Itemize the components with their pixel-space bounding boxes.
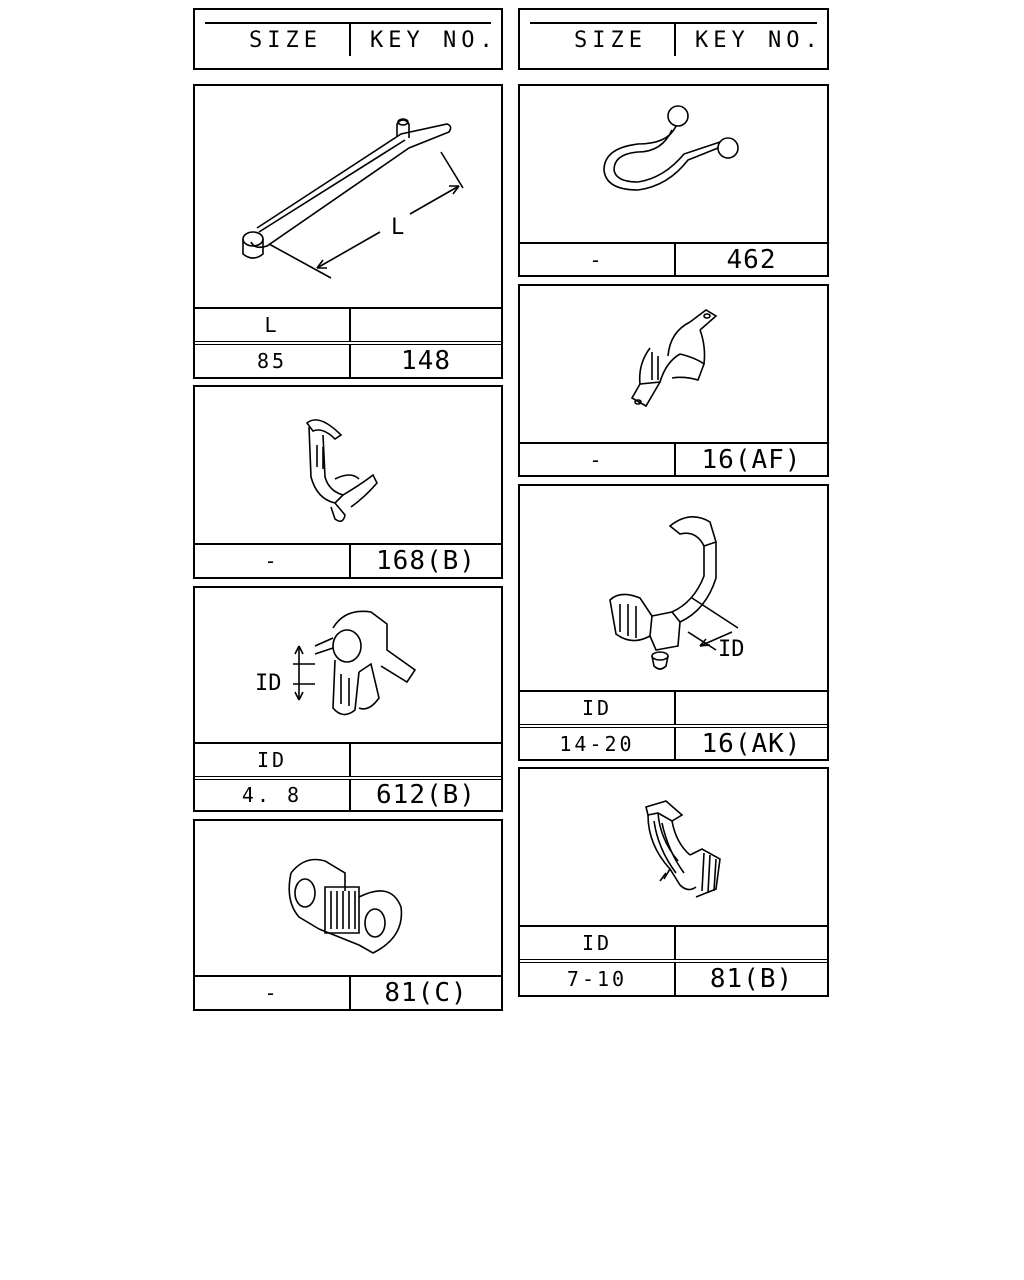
- value-row: 7-10 81(B): [520, 959, 827, 995]
- size-value: -: [589, 447, 605, 472]
- size-value: -: [264, 549, 280, 573]
- dimension-label-id: ID: [255, 671, 282, 696]
- part-card-462[interactable]: - 462: [518, 84, 829, 277]
- key-number[interactable]: 462: [674, 244, 827, 275]
- part-card-81b[interactable]: ID 7-10 81(B): [518, 767, 829, 997]
- value-row: 85 148: [195, 341, 501, 377]
- double-clip-icon: [195, 821, 501, 975]
- size-value: 14-20: [559, 731, 635, 756]
- key-number[interactable]: 612(B): [349, 780, 501, 810]
- corrugated-tube-clip-icon: [520, 769, 827, 925]
- key-header-cell: [674, 692, 827, 724]
- size-column-header: SIZE: [249, 28, 322, 53]
- header-divider: [349, 24, 351, 56]
- value-row: 14-20 16(AK): [520, 724, 827, 759]
- right-column-header: SIZE KEY NO.: [518, 8, 829, 70]
- pipe-clamp-icon: ID: [255, 588, 501, 742]
- cable-tie-strap-icon: L: [195, 86, 501, 308]
- size-value: 4. 8: [241, 783, 303, 807]
- header-rule: [530, 22, 817, 24]
- size-column-header: SIZE: [574, 28, 647, 53]
- key-header-cell: [674, 927, 827, 959]
- part-card-16ak[interactable]: ID ID 14-20 16(AK): [518, 484, 829, 761]
- key-no-column-header: KEY NO.: [695, 28, 823, 53]
- dimension-label-id: ID: [718, 637, 745, 662]
- left-column-header: SIZE KEY NO.: [193, 8, 503, 70]
- part-card-81c[interactable]: - 81(C): [193, 819, 503, 1011]
- dimension-label-l: L: [391, 215, 404, 240]
- header-rule: [205, 22, 491, 24]
- size-header-cell: ID: [581, 696, 613, 720]
- loop-clip-icon: [520, 86, 827, 242]
- size-value: 7-10: [566, 967, 628, 991]
- key-header-cell: [349, 744, 501, 776]
- key-number[interactable]: 16(AK): [674, 728, 827, 759]
- size-header-row: L: [195, 307, 501, 341]
- size-header-row: ID: [195, 742, 501, 776]
- size-header-cell: ID: [256, 748, 288, 772]
- header-divider: [674, 24, 676, 56]
- part-card-168b[interactable]: - 168(B): [193, 385, 503, 579]
- part-card-16af[interactable]: - 16(AF): [518, 284, 829, 477]
- size-header-cell: ID: [581, 931, 613, 955]
- size-header-cell: L: [264, 313, 280, 337]
- key-number[interactable]: 148: [349, 345, 501, 377]
- value-row: - 462: [520, 242, 827, 275]
- part-card-612b[interactable]: ID ID 4. 8 612(B): [193, 586, 503, 812]
- size-value: 85: [256, 349, 288, 373]
- key-number[interactable]: 81(C): [349, 977, 501, 1009]
- key-number[interactable]: 16(AF): [674, 444, 827, 475]
- size-header-row: ID: [520, 925, 827, 959]
- harness-clip-icon: [195, 387, 501, 543]
- key-no-column-header: KEY NO.: [370, 28, 498, 53]
- size-header-row: ID: [520, 690, 827, 724]
- part-card-148[interactable]: L L 85 148: [193, 84, 503, 379]
- key-number[interactable]: 168(B): [349, 545, 501, 577]
- value-row: - 168(B): [195, 543, 501, 577]
- key-number[interactable]: 81(B): [674, 963, 827, 995]
- bracket-clamp-icon: [520, 286, 827, 442]
- size-value: -: [589, 247, 605, 272]
- value-row: 4. 8 612(B): [195, 776, 501, 810]
- size-value: -: [264, 981, 280, 1005]
- value-row: - 81(C): [195, 975, 501, 1009]
- harness-clamp-icon: ID: [520, 486, 745, 690]
- value-row: - 16(AF): [520, 442, 827, 475]
- key-header-cell: [349, 309, 501, 341]
